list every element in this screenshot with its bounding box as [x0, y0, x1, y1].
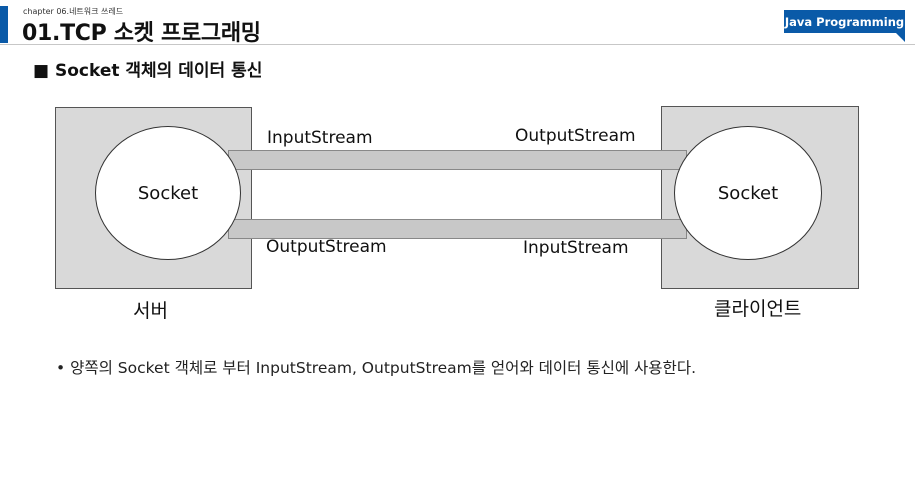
server-socket-circle: Socket: [95, 126, 241, 260]
badge-fold: [896, 33, 905, 42]
client-label: 클라이언트: [714, 298, 802, 320]
server-inputstream-label: InputStream: [267, 128, 373, 148]
server-outputstream-label: OutputStream: [266, 237, 387, 257]
header-divider: [0, 44, 915, 45]
stream-pipe-top: [228, 150, 687, 170]
description-bullet: • 양쪽의 Socket 객체로 부터 InputStream, OutputS…: [56, 359, 697, 377]
client-outputstream-label: OutputStream: [515, 126, 636, 146]
course-badge: Java Programming: [784, 10, 905, 33]
server-socket-label: Socket: [137, 182, 199, 204]
section-heading: ■ Socket 객체의 데이터 통신: [33, 61, 263, 81]
chapter-label: chapter 06.네트워크 쓰레드: [23, 7, 124, 16]
server-label: 서버: [133, 300, 168, 322]
client-socket-label: Socket: [717, 182, 779, 204]
client-inputstream-label: InputStream: [523, 238, 629, 258]
stream-pipe-bottom: [228, 219, 687, 239]
page-title: 01.TCP 소켓 프로그래밍: [22, 21, 261, 46]
header-accent-bar: [0, 6, 8, 43]
client-socket-circle: Socket: [674, 126, 822, 260]
